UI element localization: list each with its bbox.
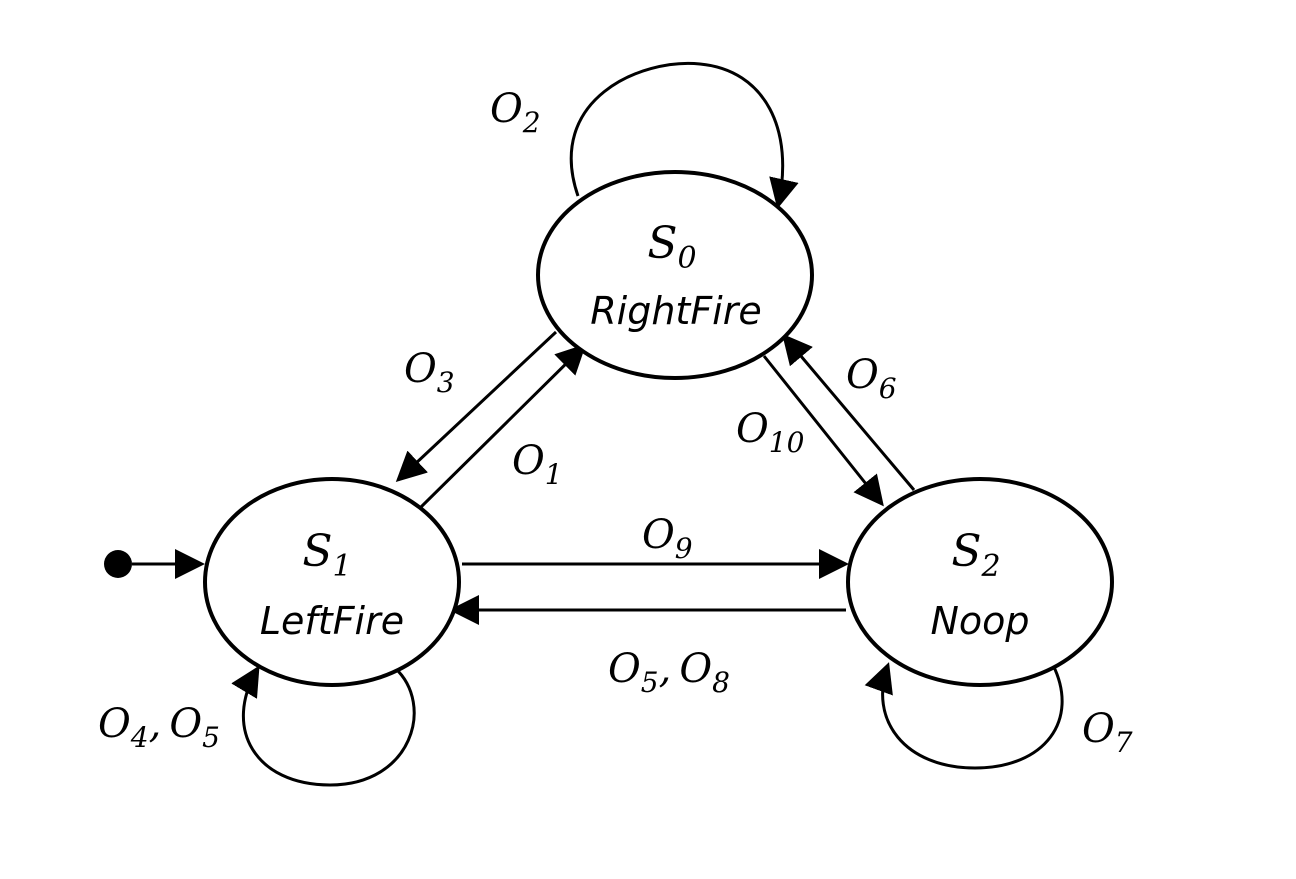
state-s2-symbol: S (951, 526, 981, 577)
label-s2-s1: O5,O8 (608, 646, 730, 699)
edge-s1-s0 (418, 343, 587, 510)
state-s0-action: RightFire (590, 289, 761, 333)
state-s0-index: 0 (678, 241, 697, 276)
state-s1: S1 LeftFire (203, 477, 461, 687)
state-s2-index: 2 (981, 549, 1001, 584)
edge-s0-s1 (395, 330, 558, 483)
label-s0-s0: O2 (490, 86, 541, 139)
edge-s0-s2 (762, 355, 884, 507)
edge-s0-s0 (569, 61, 799, 209)
label-s1-s2: O9 (642, 512, 693, 565)
edge-s2-s2 (864, 662, 1064, 770)
label-s0-s2: O10 (736, 406, 804, 459)
svg-text:S2: S2 (951, 526, 1000, 584)
label-s1-s1: O4,O5 (98, 701, 220, 754)
initial-state-dot (104, 550, 132, 578)
svg-text:S0: S0 (647, 218, 696, 276)
edge-s2-s0 (782, 333, 916, 491)
svg-text:S1: S1 (302, 526, 351, 584)
state-s1-action: LeftFire (260, 599, 404, 643)
state-s0-symbol: S (647, 218, 677, 269)
state-s2: S2 Noop (846, 477, 1114, 687)
label-s2-s0: O6 (846, 352, 897, 405)
label-s2-s2: O7 (1082, 706, 1133, 759)
edge-s1-s1 (231, 665, 416, 787)
label-s0-s1: O3 (404, 346, 455, 399)
state-s2-action: Noop (930, 599, 1029, 643)
state-s1-symbol: S (302, 526, 332, 577)
state-s0: S0 RightFire (536, 170, 814, 380)
state-s1-index: 1 (333, 549, 352, 584)
label-s1-s0: O1 (512, 438, 563, 491)
